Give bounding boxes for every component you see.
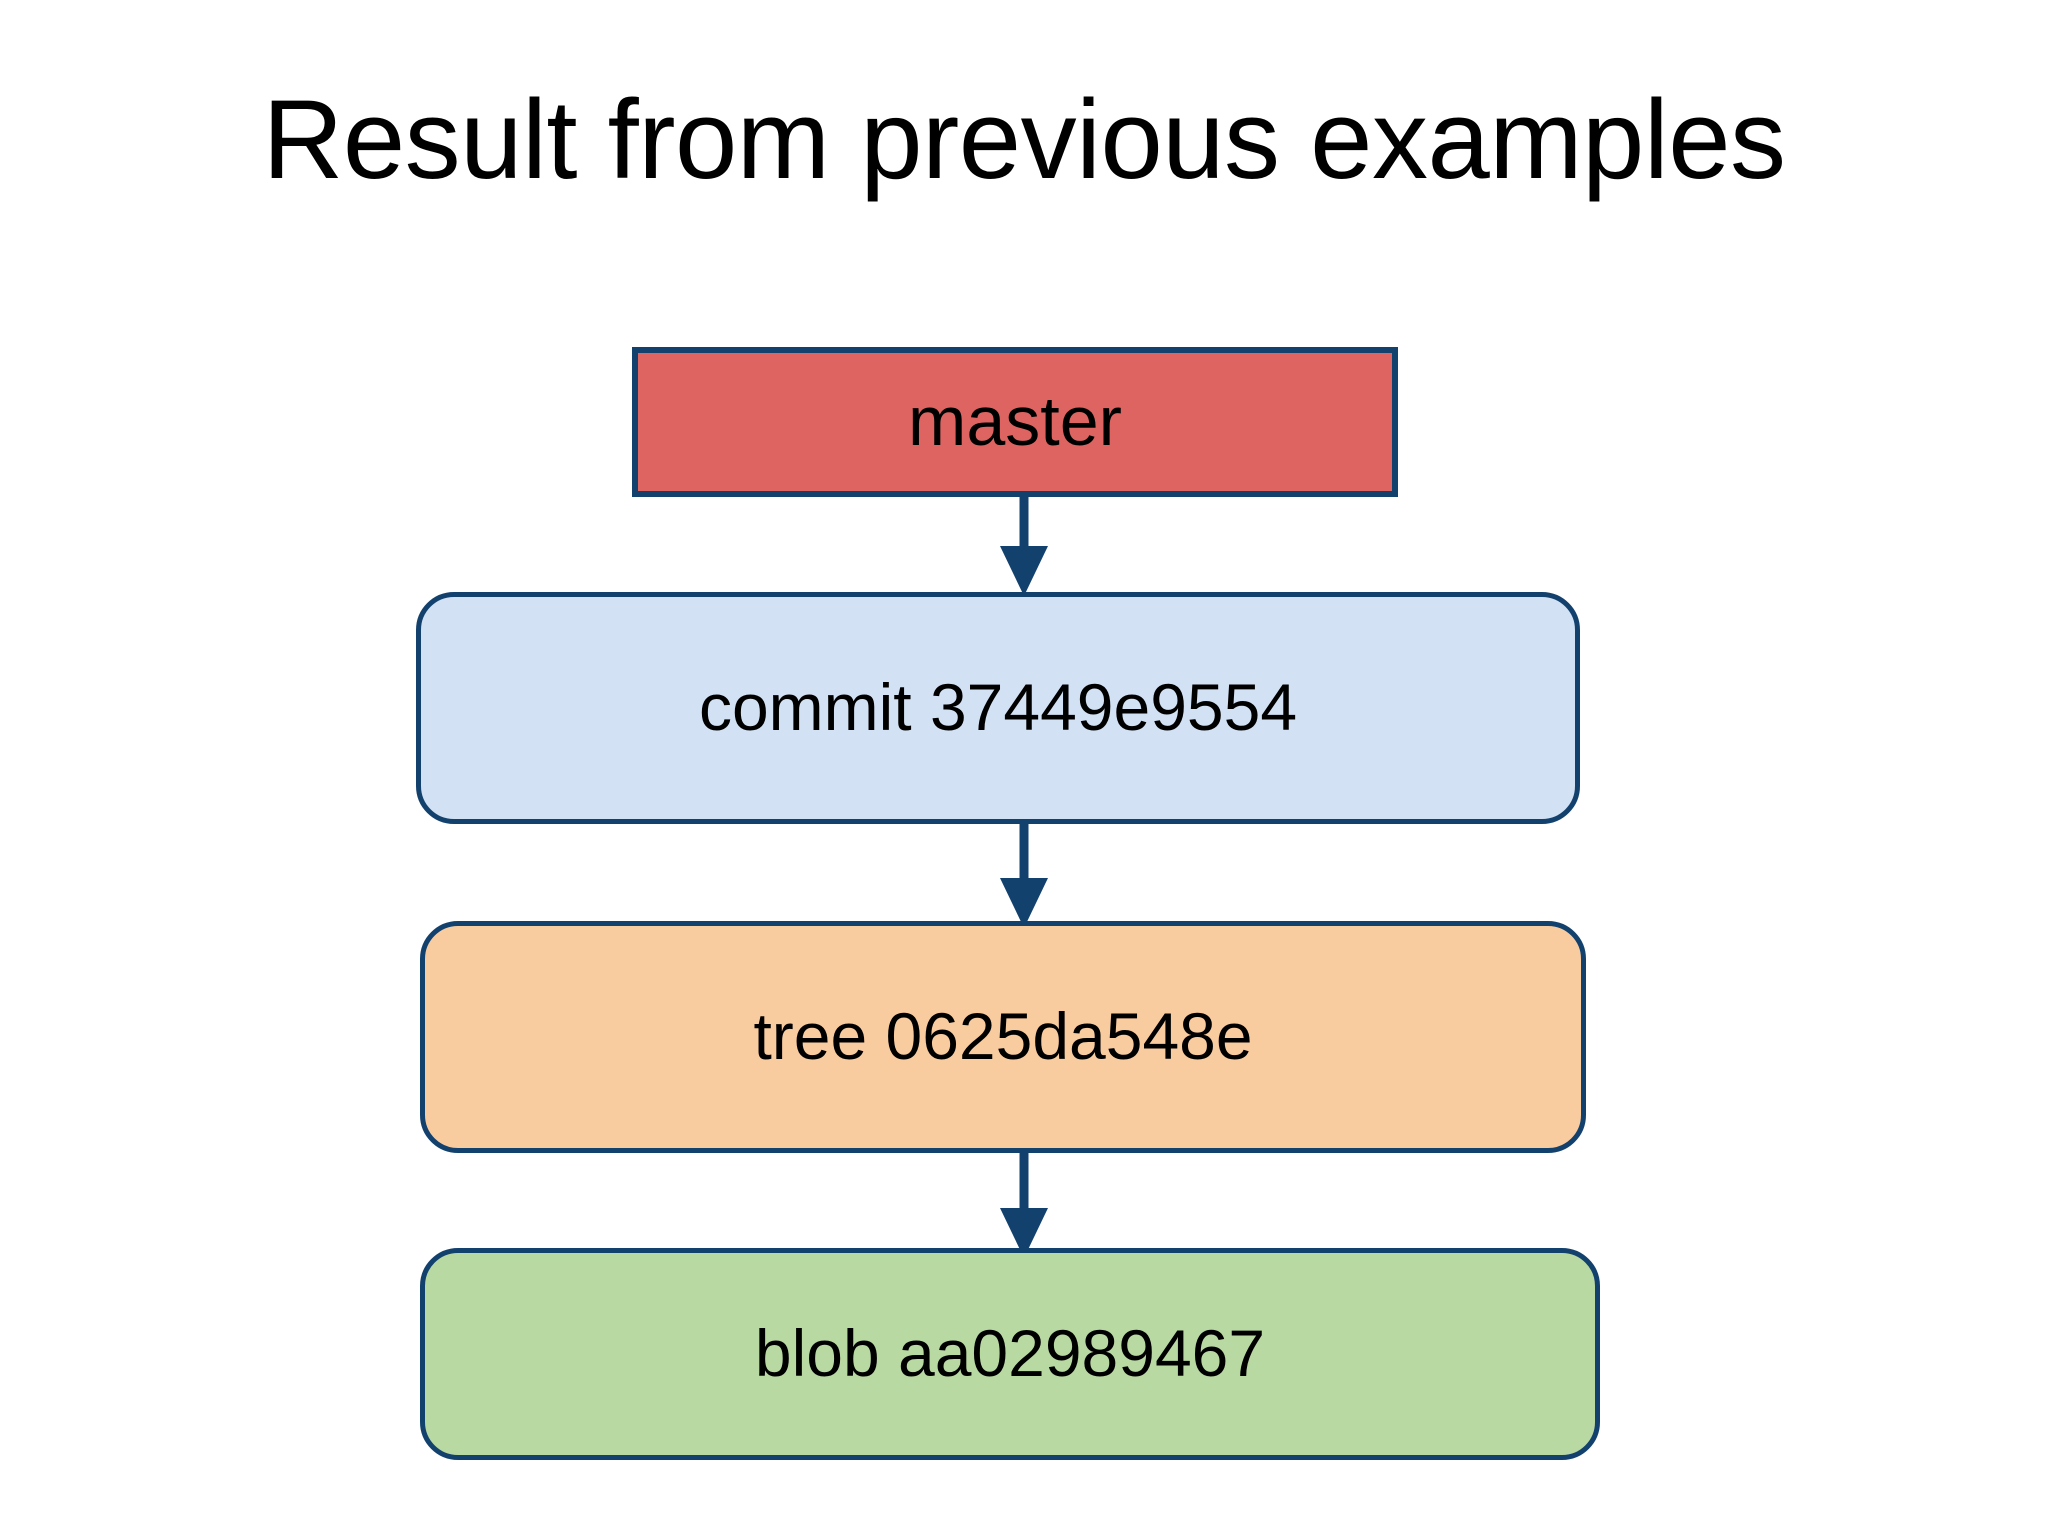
diagram-node-blob-label: blob aa02989467 bbox=[754, 1316, 1266, 1391]
diagram-node-master-label: master bbox=[908, 382, 1122, 461]
arrow-master-to-commit-icon bbox=[1000, 480, 1048, 596]
diagram-node-tree-label: tree 0625da548e bbox=[753, 999, 1253, 1074]
diagram-node-tree[interactable]: tree 0625da548e bbox=[420, 921, 1586, 1153]
diagram-node-blob[interactable]: blob aa02989467 bbox=[420, 1248, 1600, 1460]
page-title: Result from previous examples bbox=[262, 77, 1786, 202]
diagram-node-master[interactable]: master bbox=[632, 347, 1398, 497]
arrow-tree-to-blob-icon bbox=[1000, 1138, 1048, 1258]
arrow-commit-to-tree-icon bbox=[1000, 808, 1048, 928]
diagram-node-commit[interactable]: commit 37449e9554 bbox=[416, 592, 1580, 824]
diagram-node-commit-label: commit 37449e9554 bbox=[698, 670, 1298, 745]
